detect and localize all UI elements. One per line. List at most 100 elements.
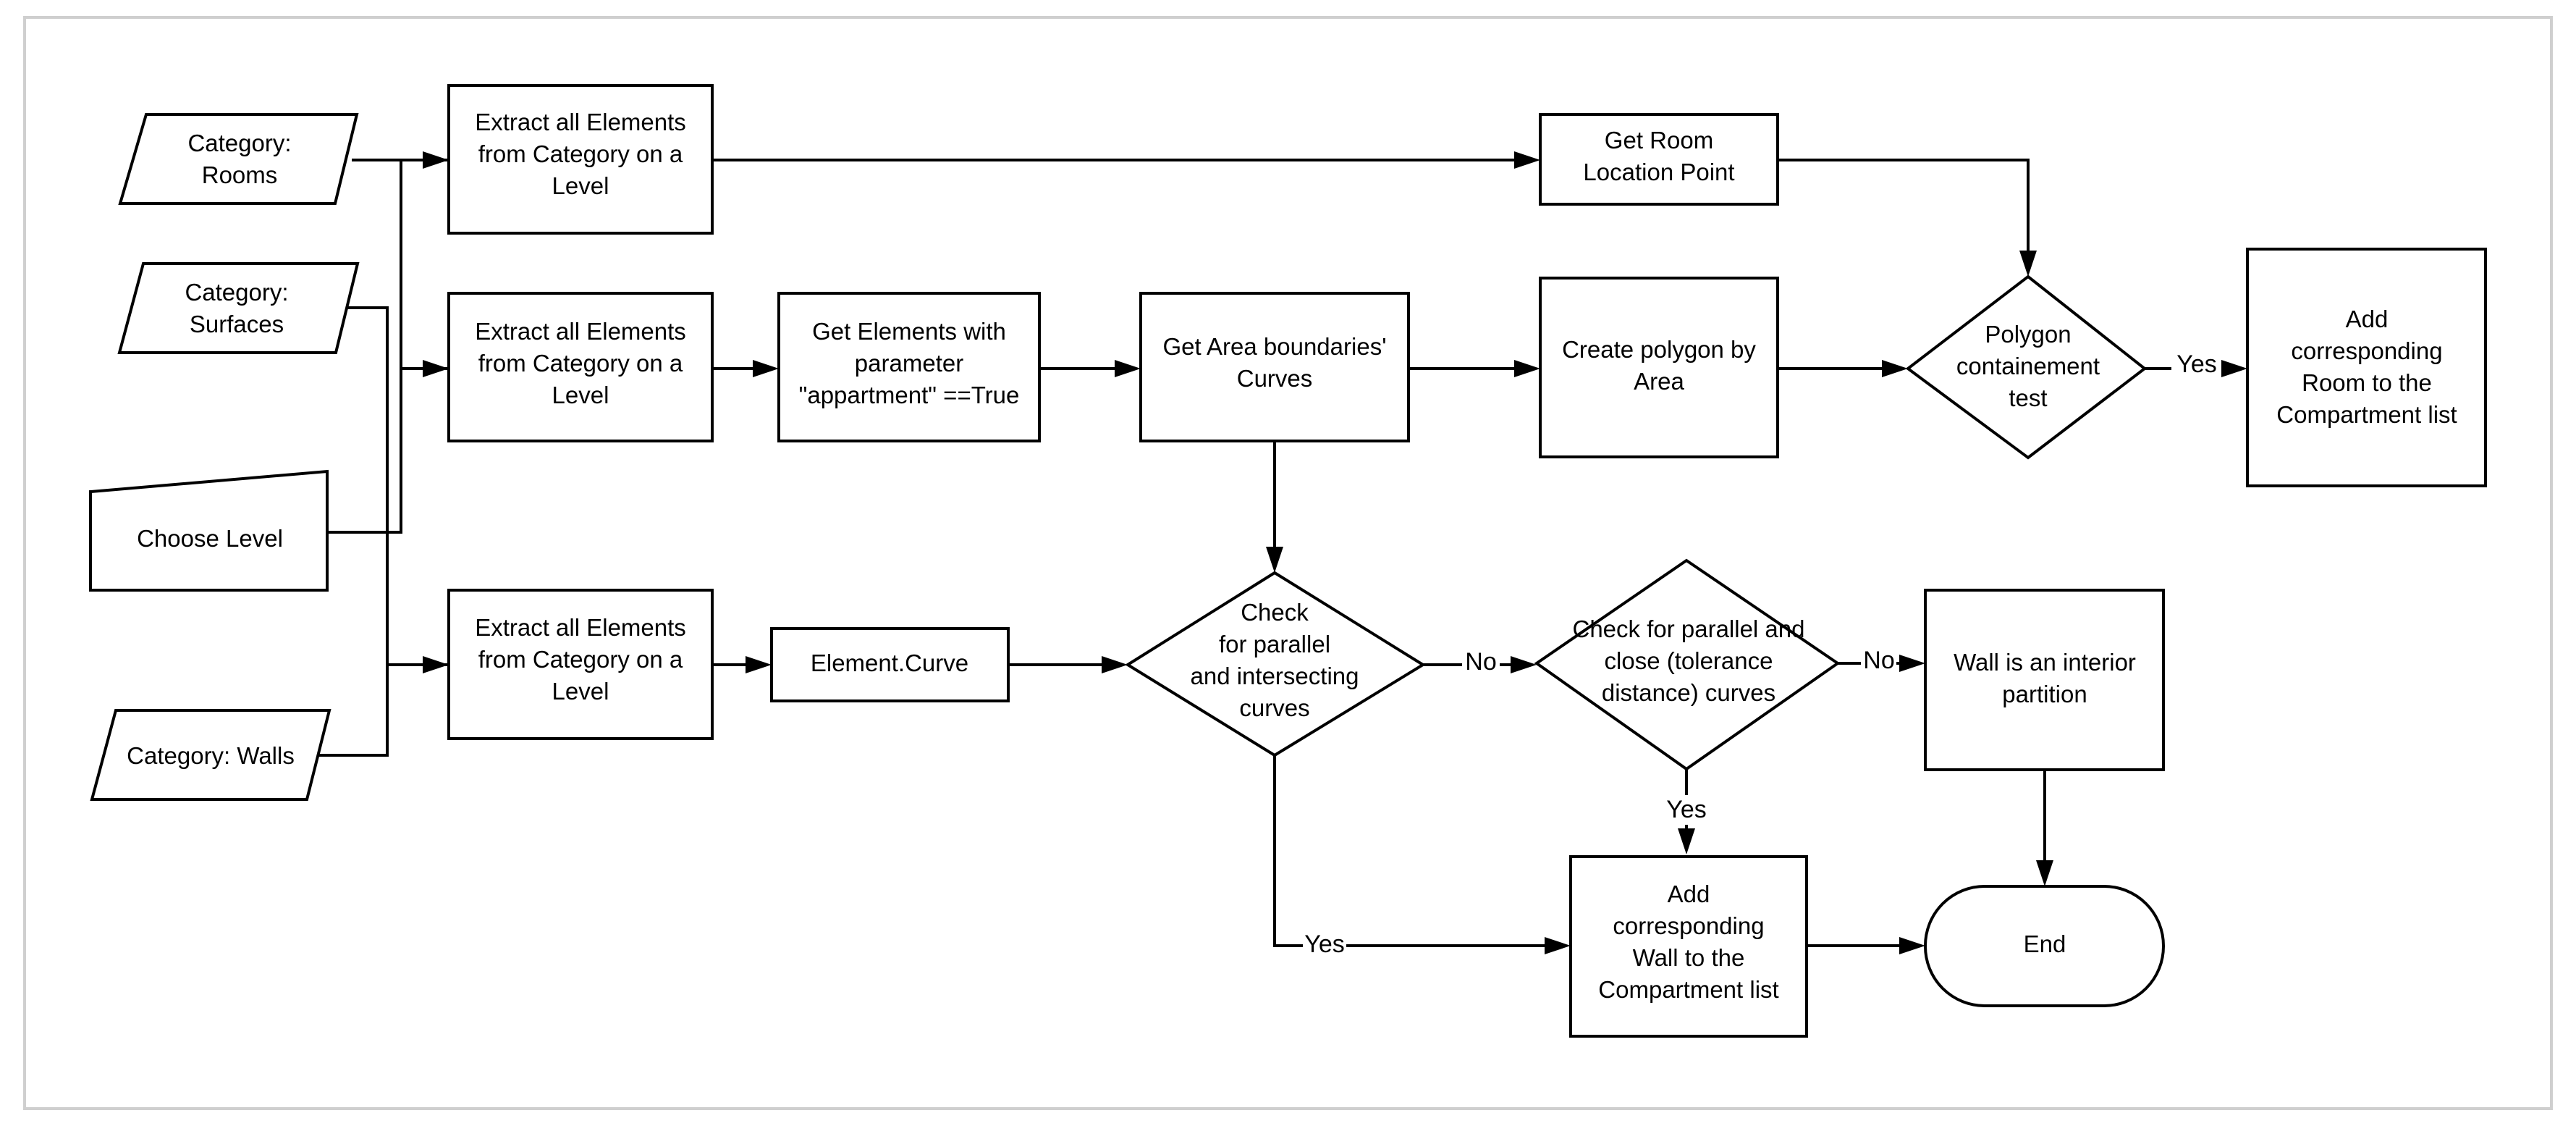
- node-text: Choose Level: [137, 525, 283, 552]
- node-text-line: from Category on a: [478, 350, 683, 377]
- arrowhead: [746, 656, 772, 673]
- process-wall-interior-partition: Wall is an interior partition: [1924, 589, 2165, 771]
- arrowhead: [1115, 360, 1141, 377]
- edge-label-intersect-no: No: [1465, 648, 1496, 676]
- node-text-line: "appartment" ==True: [799, 382, 1020, 408]
- node-text-line: Room to the: [2302, 369, 2432, 396]
- arrowhead: [1899, 655, 1925, 672]
- terminator-end: End: [1924, 885, 2165, 1007]
- edge-room-point-to-polygon-test: [1778, 159, 2030, 269]
- node-text-line: Get Elements with: [812, 318, 1006, 345]
- node-text-line: test: [2009, 385, 2047, 411]
- node-text-line: partition: [2002, 681, 2087, 707]
- arrowheads: [423, 151, 2247, 954]
- node-text-line: Category:: [187, 130, 291, 156]
- node-text-line: Add: [2346, 306, 2389, 332]
- arrowhead: [1545, 937, 1571, 954]
- node-text-line: and intersecting: [1191, 663, 1359, 689]
- node-text-line: from Category on a: [478, 140, 683, 167]
- node-text: End: [2024, 930, 2066, 957]
- decision-polygon-containement-test: Polygon containement test: [1905, 274, 2148, 460]
- node-text: Extract all Elements from Category on a Le…: [475, 318, 686, 408]
- edge-label-intersect-yes: Yes: [1304, 930, 1344, 958]
- node-text: Get Area boundaries' Curves: [1162, 333, 1386, 392]
- arrowhead: [1678, 828, 1695, 854]
- arrowhead: [753, 360, 779, 377]
- node-text: Category: Surfaces: [185, 279, 288, 337]
- node-text-line: Location Point: [1583, 159, 1734, 185]
- node-text-line: End: [2024, 930, 2066, 957]
- input-category-rooms: Category: Rooms: [118, 113, 359, 205]
- arrowhead: [1514, 151, 1540, 169]
- node-text-line: Polygon: [1985, 321, 2071, 348]
- node-text-line: Get Room: [1605, 127, 1713, 154]
- arrowhead: [1266, 547, 1283, 573]
- node-text-line: Create polygon by: [1562, 336, 1756, 363]
- input-category-walls: Category: Walls: [90, 709, 331, 801]
- node-text-line: Category: Walls: [127, 742, 295, 769]
- node-text-line: Element.Curve: [811, 650, 968, 676]
- node-text-line: Level: [552, 382, 609, 408]
- node-text-line: Extract all Elements: [475, 318, 686, 345]
- node-text-line: Choose Level: [137, 525, 283, 552]
- node-text-line: Check: [1241, 599, 1309, 626]
- process-extract-surfaces: Extract all Elements from Category on a Le…: [447, 292, 714, 442]
- arrowhead: [423, 151, 449, 169]
- node-text-line: Rooms: [202, 161, 278, 188]
- node-text-line: Curves: [1237, 365, 1313, 392]
- edge-label-close-yes: Yes: [1666, 796, 1706, 823]
- node-text-line: Compartment list: [1598, 976, 1778, 1003]
- manual-input-choose-level: Choose Level: [89, 469, 329, 592]
- node-text-line: Compartment list: [2276, 401, 2457, 428]
- node-text-line: Wall is an interior: [1954, 649, 2136, 676]
- arrowhead: [2036, 860, 2053, 886]
- edges: [305, 159, 2230, 947]
- node-text: Category: Rooms: [187, 130, 291, 188]
- node-text-line: corresponding: [1613, 912, 1764, 939]
- node-text-line: parameter: [855, 350, 963, 377]
- process-get-elements-with-parameter: Get Elements with parameter "appartment" =…: [777, 292, 1041, 442]
- arrowhead: [2221, 360, 2247, 377]
- edge-surfaces-to-walls-line: [305, 306, 389, 757]
- node-text-line: from Category on a: [478, 646, 683, 673]
- node-text-line: Level: [552, 678, 609, 705]
- edge-labels: Yes No No Yes Yes: [1304, 350, 2216, 958]
- arrowhead: [1514, 360, 1540, 377]
- arrowhead: [423, 656, 449, 673]
- node-text-line: corresponding: [2291, 337, 2442, 364]
- node-text: Category: Walls: [127, 742, 295, 769]
- node-text: Get Elements with parameter "appartment" =…: [799, 318, 1020, 408]
- arrowhead: [1899, 937, 1925, 954]
- arrowhead: [2019, 251, 2037, 277]
- node-text-line: Surfaces: [190, 311, 284, 337]
- node-text-line: distance) curves: [1602, 679, 1775, 706]
- input-category-surfaces: Category: Surfaces: [117, 262, 360, 354]
- process-get-area-boundaries-curves: Get Area boundaries' Curves: [1139, 292, 1410, 442]
- arrowhead: [1102, 656, 1128, 673]
- node-text-line: containement: [1956, 353, 2100, 379]
- edge-label-polygon-yes: Yes: [2176, 350, 2216, 378]
- process-element-curve: Element.Curve: [770, 627, 1010, 702]
- node-text-line: Category:: [185, 279, 288, 306]
- node-text-line: Get Area boundaries': [1162, 333, 1386, 360]
- node-text: Polygon containement test: [1956, 321, 2100, 411]
- arrowhead: [1511, 656, 1537, 673]
- node-text-line: curves: [1239, 694, 1309, 721]
- node-text-line: Check for parallel and: [1572, 615, 1804, 642]
